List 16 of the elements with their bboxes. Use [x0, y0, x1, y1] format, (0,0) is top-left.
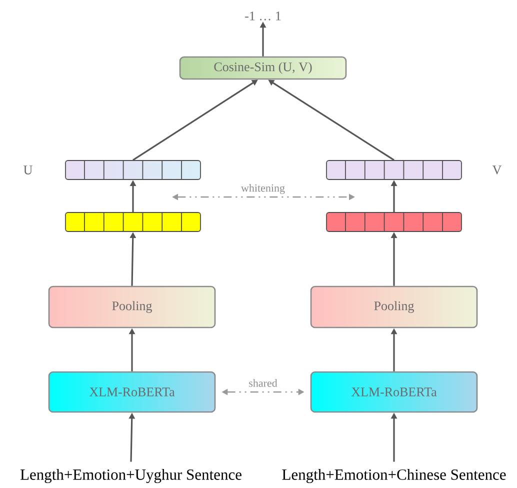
- side-label: V: [492, 166, 502, 174]
- process-box: Cosine-Sim (U, V): [179, 56, 347, 80]
- input-text: Length+Emotion+Uyghur Sentence: [20, 468, 242, 484]
- process-box: XLM-RoBERTa: [310, 371, 478, 413]
- vector-bar: [65, 212, 201, 232]
- process-box: XLM-RoBERTa: [48, 371, 216, 413]
- process-box: Pooling: [310, 286, 478, 328]
- arrow-label: whitening: [240, 183, 286, 195]
- vector-bar: [326, 212, 462, 232]
- edge-label: shared: [248, 378, 278, 388]
- side-label: U: [24, 166, 32, 174]
- output-range-text: -1 … 1: [245, 12, 281, 20]
- process-box: Pooling: [48, 286, 216, 328]
- vector-bar: [326, 160, 462, 180]
- vector-bar: [65, 160, 201, 180]
- input-text: Length+Emotion+Chinese Sentence: [282, 468, 506, 484]
